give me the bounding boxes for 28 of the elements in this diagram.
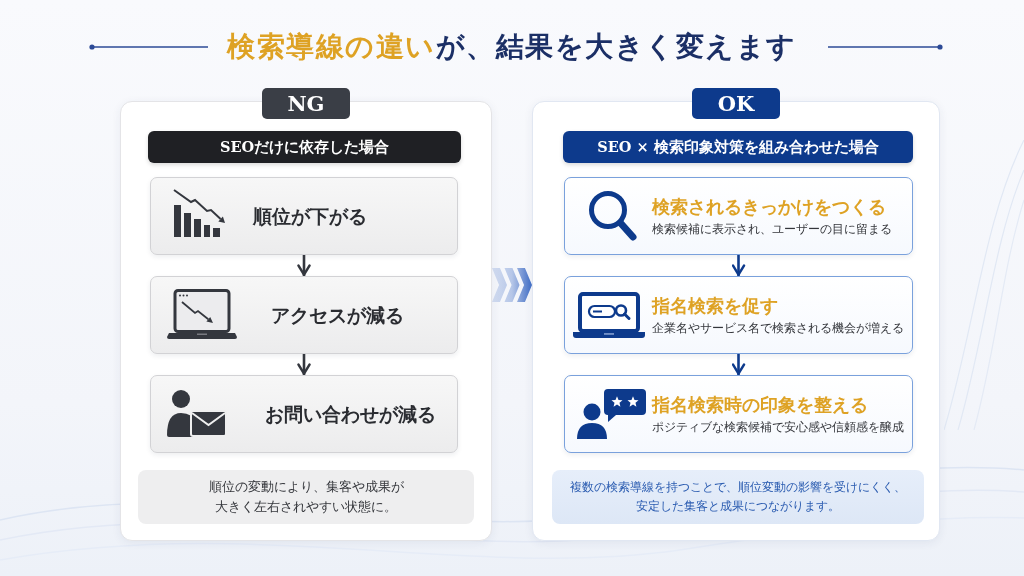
- step-box: [150, 177, 458, 255]
- panel-tab: NG: [262, 88, 350, 119]
- flow-arrow: [731, 255, 746, 276]
- step-description: 検索候補に表示され、ユーザーの目に留まる: [652, 221, 892, 238]
- flow-arrow: [297, 255, 311, 276]
- chevron-arrow: [492, 268, 532, 302]
- summary-note: [552, 470, 924, 524]
- step-title: 指名検索を促す: [652, 293, 778, 317]
- step-box: [564, 276, 913, 354]
- step-title: お問い合わせが減る: [265, 401, 436, 427]
- panel-tab: OK: [692, 88, 780, 119]
- note-text: 順位の変動により、集客や成果が大きく左右されやすい状態に。: [207, 477, 405, 516]
- note-text: 複数の検索導線を持つことで、順位変動の影響を受けにくく、安定した集客と成果につながります。: [569, 478, 907, 515]
- page-title: 検索導線の違いが、結果を大きく変えます: [227, 29, 797, 65]
- flow-arrow: [297, 354, 311, 375]
- step-title: 指名検索時の印象を整える: [652, 392, 868, 416]
- heading-band: SEOだけに依存した場合: [148, 131, 461, 163]
- step-description: 企業名やサービス名で検索される機会が増える: [652, 320, 904, 337]
- step-box: [564, 375, 913, 453]
- step-description: ポジティブな検索候補で安心感や信頼感を醸成: [652, 419, 904, 436]
- step-title: 順位が下がる: [253, 203, 367, 229]
- step-title: 検索されるきっかけをつくる: [652, 194, 886, 218]
- flow-arrow: [731, 354, 746, 375]
- step-box: [564, 177, 913, 255]
- step-box: [150, 375, 458, 453]
- heading-band: SEO × 検索印象対策を組み合わせた場合: [563, 131, 913, 163]
- step-title: アクセスが減る: [271, 302, 404, 328]
- step-box: [150, 276, 458, 354]
